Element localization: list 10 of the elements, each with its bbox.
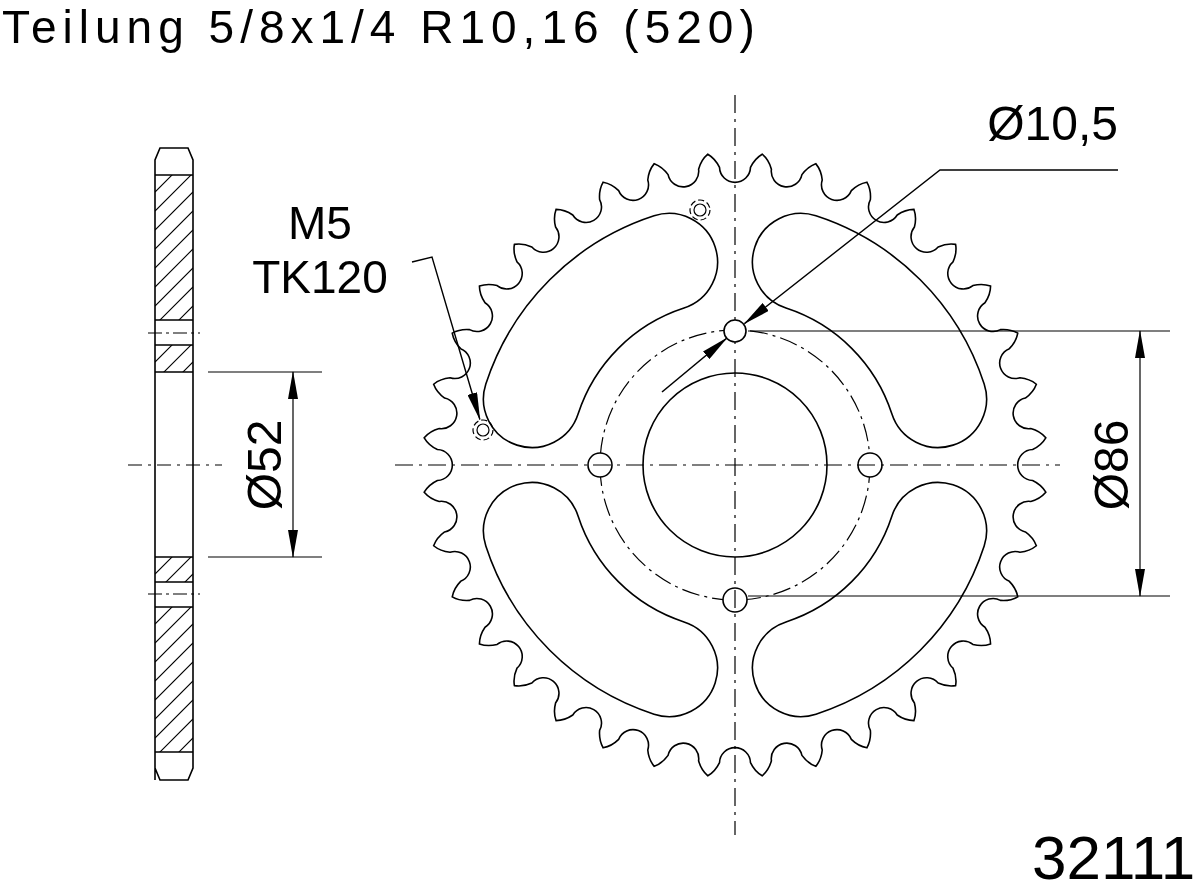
leader-line xyxy=(743,169,1119,325)
bolt-circle-text: TK120 xyxy=(252,254,388,300)
part-number: 32111 xyxy=(1032,827,1196,888)
dimension-text: Ø86 xyxy=(1087,419,1136,511)
threaded-hole xyxy=(472,419,494,441)
bolt-hole xyxy=(723,319,747,343)
thread-size-text: M5 xyxy=(288,200,352,246)
diameter-text: Ø10,5 xyxy=(960,100,1118,170)
leader-line xyxy=(411,256,481,421)
dimension-text: Ø52 xyxy=(240,419,289,511)
